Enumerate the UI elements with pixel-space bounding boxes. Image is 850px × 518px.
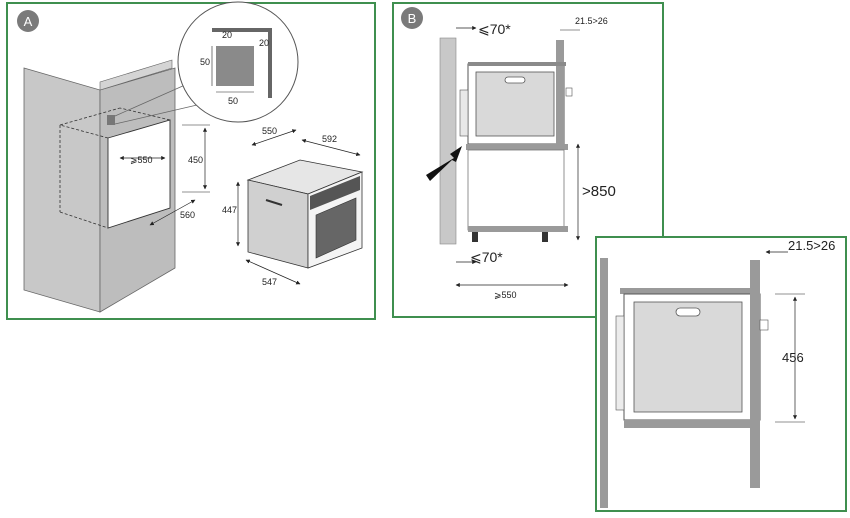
- depth-min-label: ⩾550: [494, 290, 517, 300]
- shelf: [466, 144, 568, 150]
- niche-depth-label: 560: [180, 210, 195, 220]
- oven-width-top-label: 592: [322, 134, 337, 144]
- niche-width-label: ⩾550: [130, 155, 153, 165]
- cabinet-foot-left: [472, 232, 478, 242]
- wall-top: [99, 59, 173, 91]
- front-panel: [556, 40, 564, 150]
- vent-notch: [107, 115, 115, 125]
- oven-control-panel: [310, 176, 360, 210]
- airflow-arrow: [426, 146, 462, 181]
- oven-door-window: [315, 197, 357, 259]
- oven-side: [247, 179, 309, 269]
- gap-top-label: ⩽70*: [478, 21, 511, 37]
- cabinet-foot-right: [542, 232, 548, 242]
- inset-cutout: [216, 46, 254, 86]
- oven-detail-handle: [675, 307, 701, 317]
- niche-height-label: 450: [188, 155, 203, 165]
- panel-a-badge-label: A: [24, 14, 33, 29]
- gap-bottom-label: ⩽70*: [470, 249, 503, 265]
- panel-a: A 20 20 50 50 ⩾550 450 560: [6, 1, 376, 320]
- inset-height-label: 50: [200, 57, 210, 67]
- cavity-height-label: 456: [782, 350, 804, 365]
- panel-a-badge: [17, 10, 39, 32]
- oven-depth-top-label: 550: [262, 126, 277, 136]
- panel-b-badge-label: B: [408, 11, 417, 26]
- panel-b-badge: [401, 7, 423, 29]
- height-min-label: >850: [582, 183, 616, 200]
- wall-profile-detail: [600, 258, 608, 508]
- cabinet: [467, 149, 565, 231]
- front-panel-detail: [750, 260, 760, 488]
- inset-corner: [212, 28, 272, 98]
- oven-height-label: 447: [222, 205, 237, 215]
- wall-left-face: [23, 67, 101, 313]
- oven-handle: [504, 76, 526, 84]
- front-offset-label-c: 21.5>26: [788, 238, 835, 253]
- oven-detail-door: [633, 301, 743, 413]
- panel-c: 21.5>26 456: [595, 236, 847, 512]
- inset-top-label: 20: [222, 30, 232, 40]
- inset-width-label: 50: [228, 96, 238, 106]
- oven-depth-bottom-label: 547: [262, 277, 277, 287]
- front-offset-label-b: 21.5>26: [575, 16, 608, 26]
- wall-profile: [439, 37, 457, 245]
- inset-side-label: 20: [259, 38, 269, 48]
